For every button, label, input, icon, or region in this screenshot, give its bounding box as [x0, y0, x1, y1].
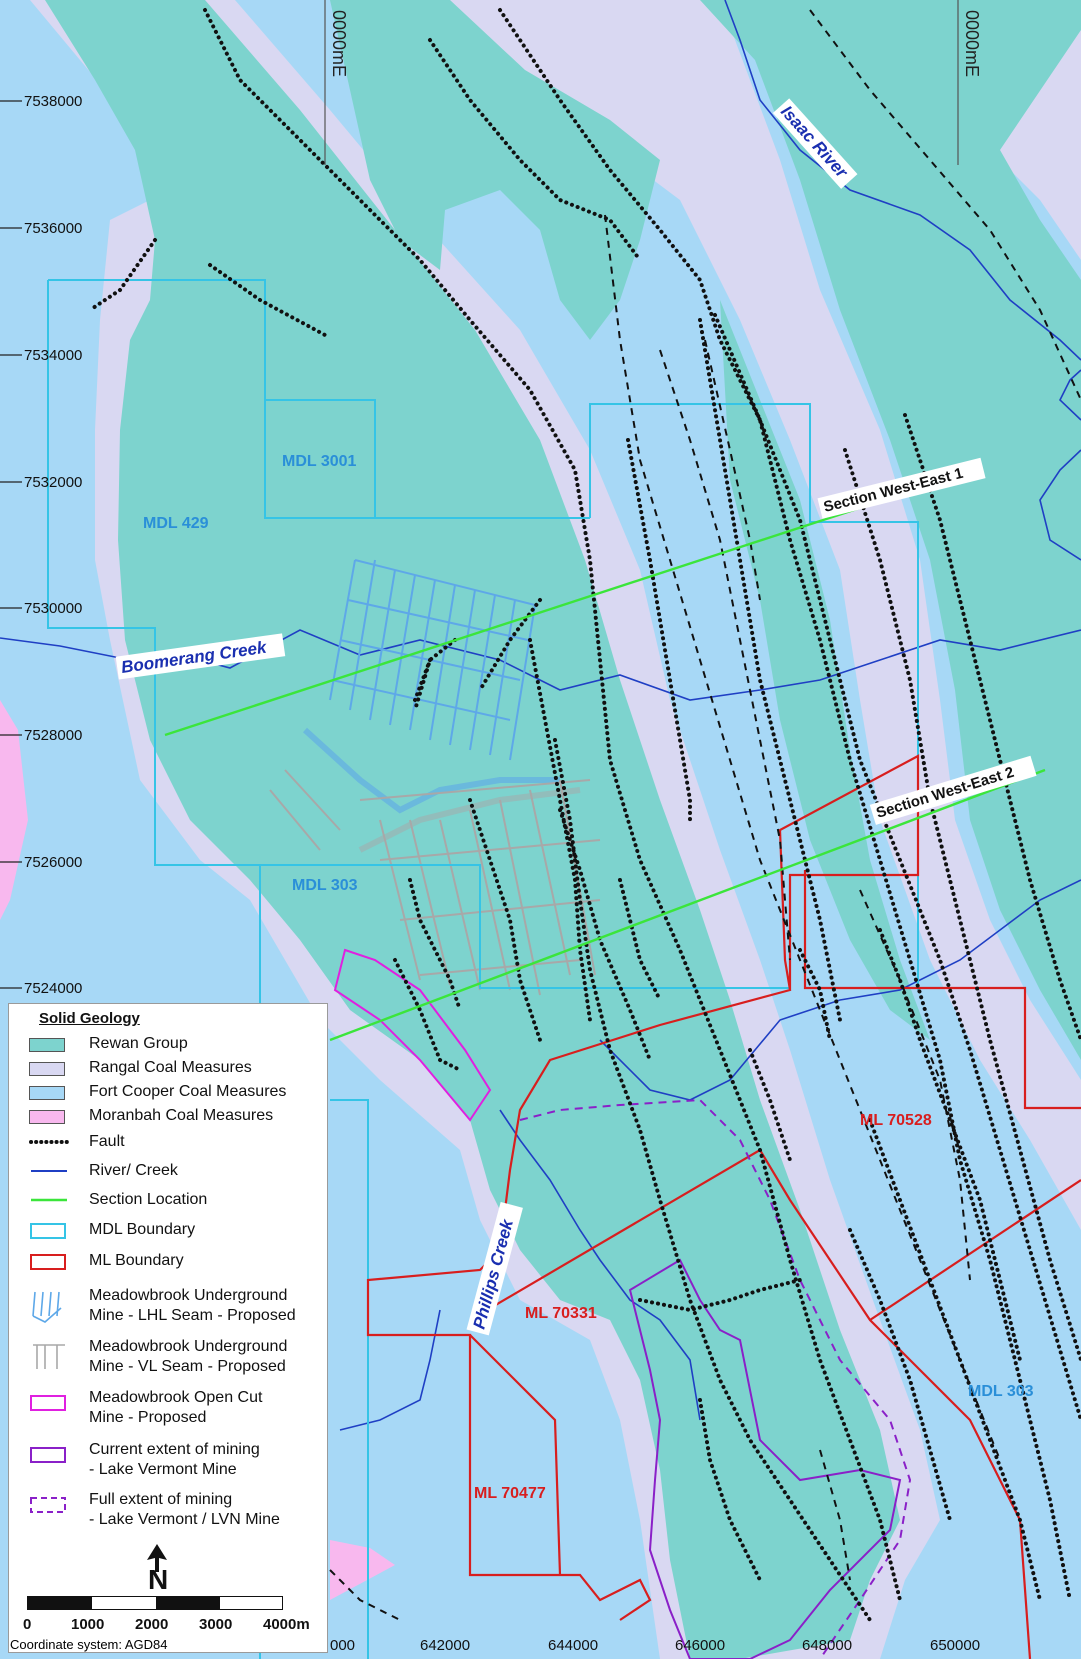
- lhl-seam-layout: [302, 559, 560, 814]
- rewan-swatch-icon: [29, 1038, 65, 1052]
- vertical-grid-label: 0000mE: [329, 10, 349, 77]
- scale-label: 0: [23, 1616, 32, 1633]
- vl-mine-layout-icon: [33, 1344, 65, 1369]
- legend-label: Full extent of mining - Lake Vermont / L…: [89, 1491, 280, 1528]
- label-backdrop: [772, 98, 858, 189]
- fault-line-icon: [29, 1140, 69, 1144]
- scale-label: 2000: [135, 1616, 169, 1633]
- label-backdrop: [869, 755, 1037, 825]
- moranbah-area-south: [330, 1540, 395, 1600]
- legend-label: River/ Creek: [89, 1162, 178, 1179]
- moranbah-swatch-icon: [29, 1110, 65, 1124]
- legend-title: Solid Geology: [39, 1010, 140, 1027]
- easting-label: 642000: [420, 1637, 470, 1654]
- northing-label: 7530000: [24, 600, 82, 617]
- north-arrow-icon: N: [137, 1542, 177, 1595]
- moranbah-area-west: [0, 700, 28, 920]
- rewan-area-north: [330, 0, 660, 340]
- river-network: [0, 0, 1081, 1431]
- map-legend: Solid Geology Rewan Group Rangal Coal Me…: [8, 1003, 328, 1653]
- lake-vermont-full-extent: [519, 1098, 912, 1659]
- easting-label: 648000: [802, 1637, 852, 1654]
- label-backdrop: [115, 633, 286, 680]
- coordinate-system-label: Coordinate system: AGD84: [10, 1637, 168, 1652]
- northing-label: 7534000: [24, 347, 82, 364]
- river-line-icon: [31, 1170, 67, 1172]
- mdl-boundary-icon: [30, 1223, 66, 1239]
- grid-lines: [324, 0, 959, 165]
- ml-70528-label[interactable]: ML 70528: [860, 1112, 932, 1129]
- rewan-area-east: [700, 0, 1081, 1060]
- legend-label: MDL Boundary: [89, 1221, 196, 1238]
- section-lines: [164, 488, 1046, 1042]
- northing-label: 7524000: [24, 980, 82, 997]
- label-backdrop: [466, 1201, 523, 1336]
- easting-label: 650000: [930, 1637, 980, 1654]
- section-line-2: [329, 768, 1046, 1042]
- legend-label: Meadowbrook Underground Mine - LHL Seam …: [89, 1287, 296, 1324]
- scale-label: 3000: [199, 1616, 233, 1633]
- lhl-mine-layout-icon: [32, 1291, 62, 1323]
- open-cut-boundary-icon: [30, 1395, 66, 1411]
- current-mining-icon: [30, 1447, 66, 1463]
- legend-label: ML Boundary: [89, 1252, 184, 1269]
- ml-70477-label[interactable]: ML 70477: [474, 1485, 546, 1502]
- lake-vermont-current-extent: [628, 1258, 902, 1659]
- scale-label: 1000: [71, 1616, 105, 1633]
- legend-label: Rangal Coal Measures: [89, 1059, 252, 1076]
- north-label: N: [148, 1564, 169, 1595]
- legend-label: Rewan Group: [89, 1035, 188, 1052]
- vertical-grid-label: 0000mE: [962, 10, 982, 77]
- legend-label: Meadowbrook Underground Mine - VL Seam -…: [89, 1338, 288, 1375]
- legend-label: Fault: [89, 1133, 125, 1150]
- northing-ticks: [0, 100, 22, 989]
- dashed-fault-lines: [329, 9, 1081, 1621]
- rewan-area-main: [45, 0, 900, 1659]
- easting-label: 000: [330, 1637, 355, 1654]
- label-backdrop: [817, 457, 986, 519]
- fort-cooper-swatch-icon: [29, 1086, 65, 1100]
- fault-lines: [88, 8, 1081, 1622]
- northing-label: 7528000: [24, 727, 82, 744]
- scale-label: 4000m: [263, 1616, 310, 1633]
- section-line-icon: [31, 1198, 67, 1202]
- legend-label: Moranbah Coal Measures: [89, 1107, 274, 1124]
- open-cut-boundary: [333, 948, 492, 1122]
- mdl-303-label[interactable]: MDL 303: [968, 1383, 1034, 1400]
- mdl-boundaries: [47, 279, 919, 1659]
- mdl-3001-label[interactable]: MDL 3001: [282, 453, 357, 470]
- easting-label: 646000: [675, 1637, 725, 1654]
- mdl-429-label[interactable]: MDL 429: [143, 515, 209, 532]
- legend-label: Current extent of mining - Lake Vermont …: [89, 1441, 260, 1478]
- rewan-area-inner: [720, 300, 930, 1040]
- legend-label: Fort Cooper Coal Measures: [89, 1083, 287, 1100]
- northing-label: 7532000: [24, 474, 82, 491]
- ml-70331-label[interactable]: ML 70331: [525, 1305, 597, 1322]
- full-mining-extent-icon: [30, 1497, 66, 1513]
- easting-label: 644000: [548, 1637, 598, 1654]
- northing-label: 7538000: [24, 93, 82, 110]
- legend-label: Section Location: [89, 1191, 208, 1208]
- ml-boundary-icon: [30, 1254, 66, 1270]
- legend-label: Meadowbrook Open Cut Mine - Proposed: [89, 1389, 263, 1426]
- northing-label: 7526000: [24, 854, 82, 871]
- mdl-303-label[interactable]: MDL 303: [292, 877, 358, 894]
- vl-seam-layout: [269, 769, 601, 996]
- section-line-1: [164, 488, 916, 737]
- scale-bar: [27, 1596, 283, 1610]
- rangal-swatch-icon: [29, 1062, 65, 1076]
- northing-label: 7536000: [24, 220, 82, 237]
